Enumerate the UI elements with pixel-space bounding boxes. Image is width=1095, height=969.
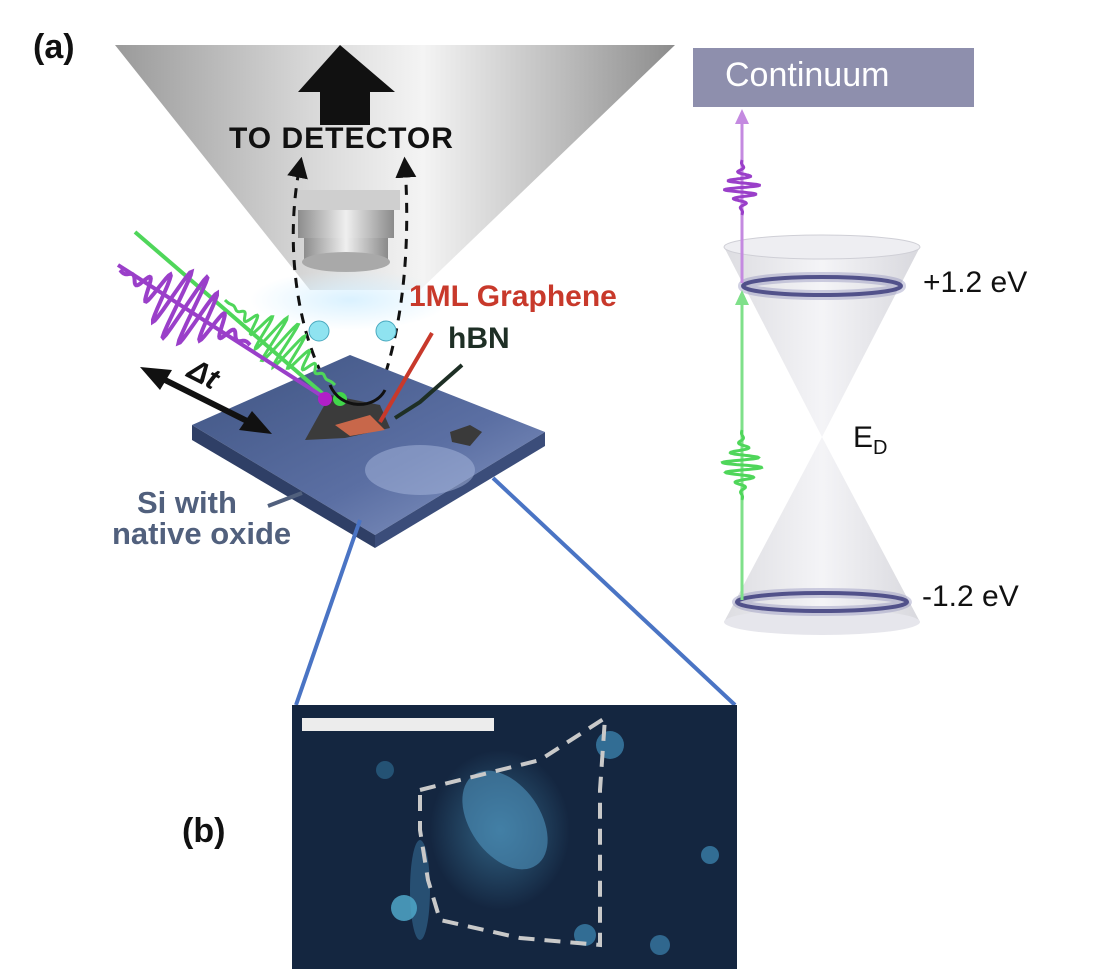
- zoom-line-left: [294, 519, 362, 706]
- detector-label: TO DETECTOR: [229, 122, 454, 155]
- delay-double-arrow: [140, 367, 272, 434]
- up-arrow-icon: [298, 45, 395, 125]
- continuum-label: Continuum: [725, 56, 890, 94]
- microscopy-image: [292, 705, 737, 969]
- flake-outline: [418, 714, 608, 948]
- si-label-line2: native oxide: [112, 516, 292, 551]
- graphene-pointer-line: [378, 331, 434, 424]
- electron-trajectories: [287, 156, 417, 391]
- dirac-cone-lower: [724, 437, 920, 635]
- hbn-pointer-line: [393, 363, 464, 420]
- graphene-hbn-sample: [305, 395, 482, 446]
- panel-a-label: (a): [33, 28, 75, 66]
- continuum-box: [693, 48, 974, 107]
- scale-bar: [302, 718, 494, 731]
- photoelectron-left: [308, 320, 330, 342]
- upper-level-label: +1.2 eV: [923, 266, 1028, 299]
- photoelectron-right: [375, 320, 397, 342]
- pump-pulse-green: [133, 230, 337, 402]
- graphene-label: 1ML Graphene: [409, 280, 617, 313]
- probe-transition-arrow: [723, 109, 761, 283]
- pump-transition-arrow: [720, 290, 764, 600]
- zoom-line-right: [491, 476, 737, 707]
- si-label-line1: Si with: [137, 485, 237, 520]
- dirac-cone-upper: [723, 234, 921, 437]
- dirac-point-subscript: D: [873, 437, 888, 459]
- si-substrate: [192, 355, 545, 548]
- emission-arc: [328, 384, 387, 406]
- lower-level-label: -1.2 eV: [922, 580, 1019, 613]
- panel-b-label: (b): [182, 812, 226, 850]
- si-pointer-line: [267, 491, 303, 508]
- probe-spot: [318, 392, 332, 406]
- dirac-point-label: ED: [853, 421, 887, 460]
- probe-pulse-purple: [116, 263, 327, 400]
- hbn-label: hBN: [448, 322, 510, 355]
- dirac-point-letter: E: [853, 421, 874, 454]
